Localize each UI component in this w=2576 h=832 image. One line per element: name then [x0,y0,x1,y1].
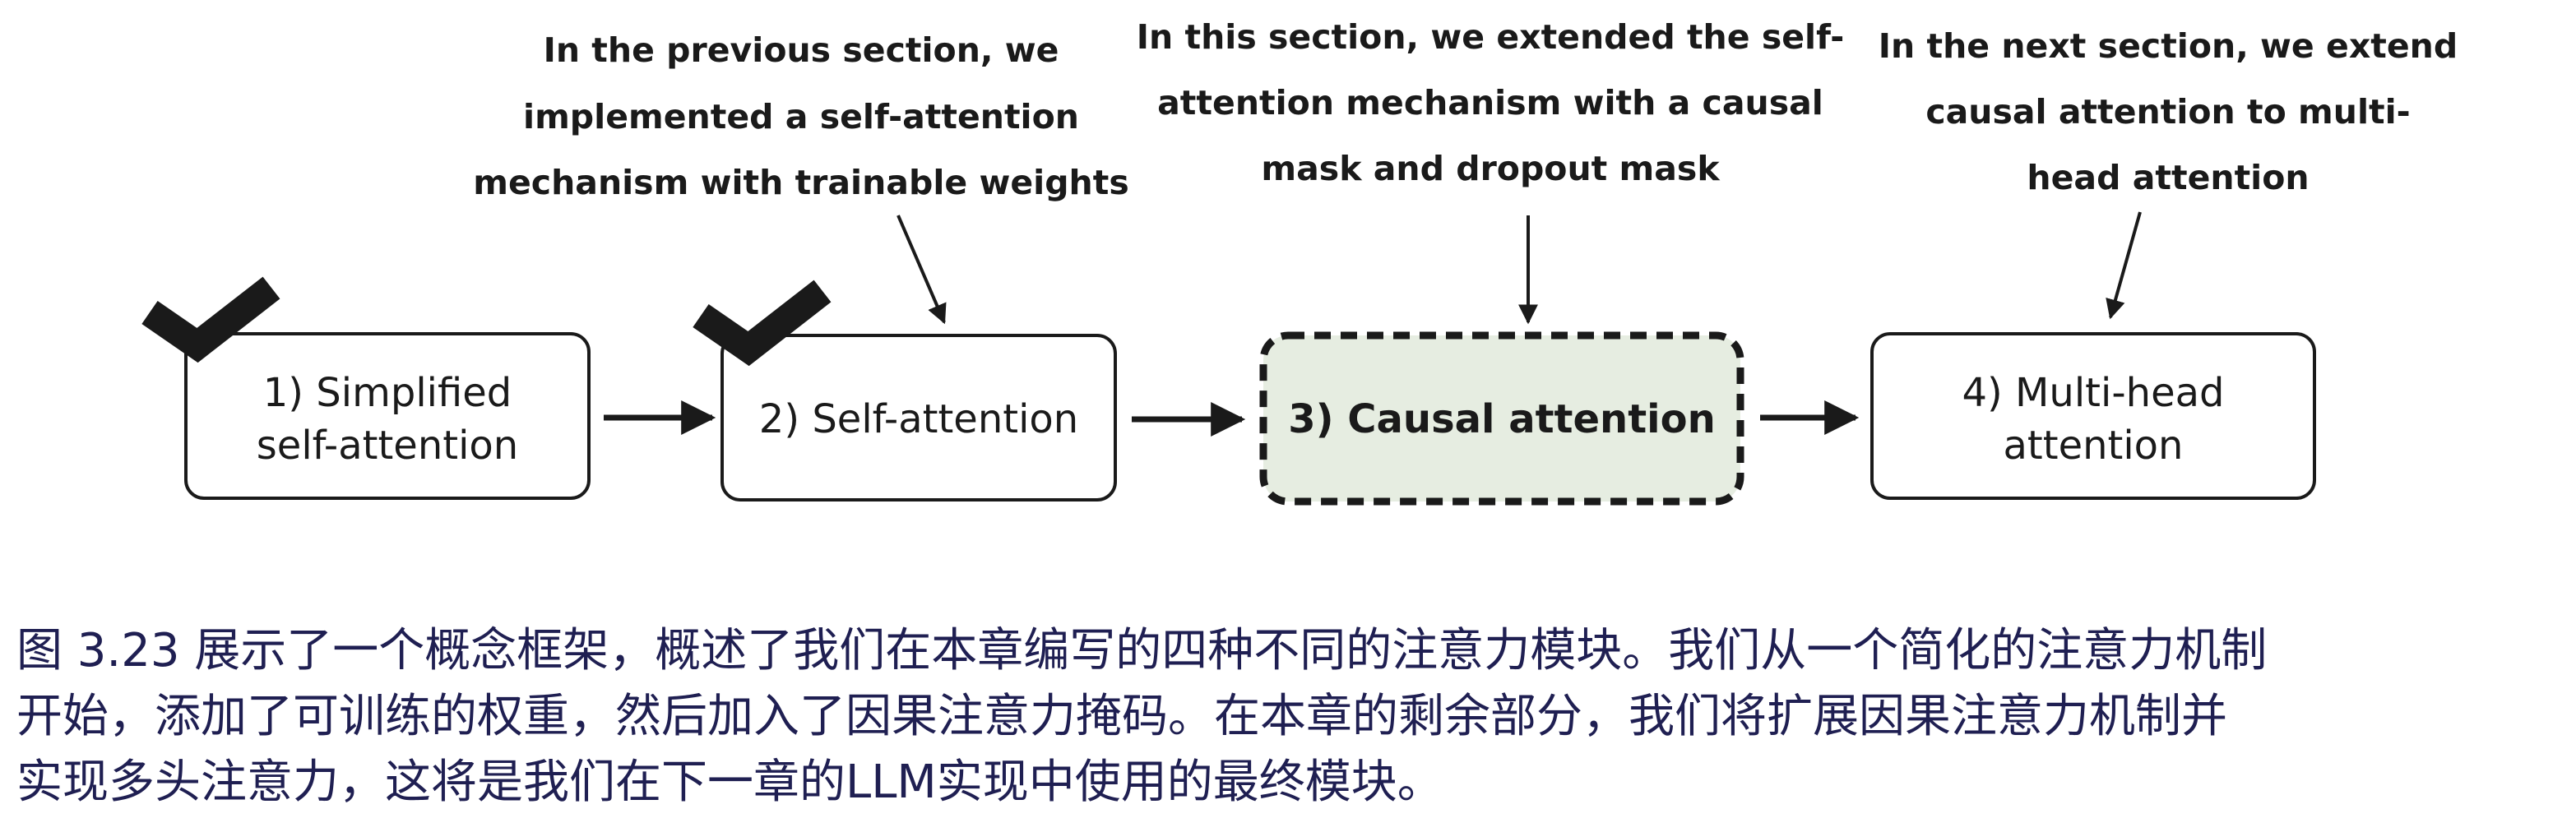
annotation-arrow-previous [897,215,947,325]
annotation-previous-line-2: implemented a self-attention [523,97,1079,136]
annotation-arrow-next [2106,211,2142,320]
annotation-current-line-2: attention mechanism with a causal [1157,83,1823,122]
caption-line-1: 图 3.23 展示了一个概念框架，概述了我们在本章编写的四种不同的注意力模块。我… [16,624,2268,677]
attention-flow-diagram: In the previous section, we implemented … [141,17,2458,506]
caption-line-3: 实现多头注意力，这将是我们在下一章的LLM实现中使用的最终模块。 [16,756,1443,809]
step-box-simplified-self-attention: 1) Simplified self-attention [184,332,591,500]
annotation-next-line-1: In the next section, we extend [1879,26,2458,66]
step-1-label-line-2: self-attention [257,423,518,469]
annotation-current-section: In this section, we extended the self- a… [1137,17,1844,188]
caption-line-2: 开始，添加了可训练的权重，然后加入了因果注意力掩码。在本章的剩余部分，我们将扩展… [16,690,2227,743]
annotation-previous-section: In the previous section, we implemented … [473,30,1128,202]
step-4-label-line-1: 4) Multi-head [1962,370,2224,416]
annotation-previous-line-1: In the previous section, we [544,30,1059,70]
annotation-next-section: In the next section, we extend causal at… [1879,26,2458,197]
annotation-current-line-3: mask and dropout mask [1261,149,1721,188]
checkmark-icon [693,280,832,367]
annotation-next-line-2: causal attention to multi- [1925,92,2410,132]
annotation-current-line-1: In this section, we extended the self- [1137,17,1844,57]
figure-caption: 图 3.23 展示了一个概念框架，概述了我们在本章编写的四种不同的注意力模块。我… [16,618,2566,816]
step-4-label-line-2: attention [2004,423,2184,469]
step-2-label: 2) Self-attention [759,396,1078,442]
annotation-next-line-3: head attention [2027,158,2309,197]
step-1-label-line-1: 1) Simplified [263,370,512,416]
checkmark-icon [141,276,280,363]
annotation-previous-line-3: mechanism with trainable weights [473,163,1128,202]
step-box-causal-attention: 3) Causal attention [1259,331,1744,506]
step-box-multi-head-attention: 4) Multi-head attention [1870,332,2316,500]
step-box-self-attention: 2) Self-attention [720,334,1117,502]
step-3-label: 3) Causal attention [1288,396,1716,442]
